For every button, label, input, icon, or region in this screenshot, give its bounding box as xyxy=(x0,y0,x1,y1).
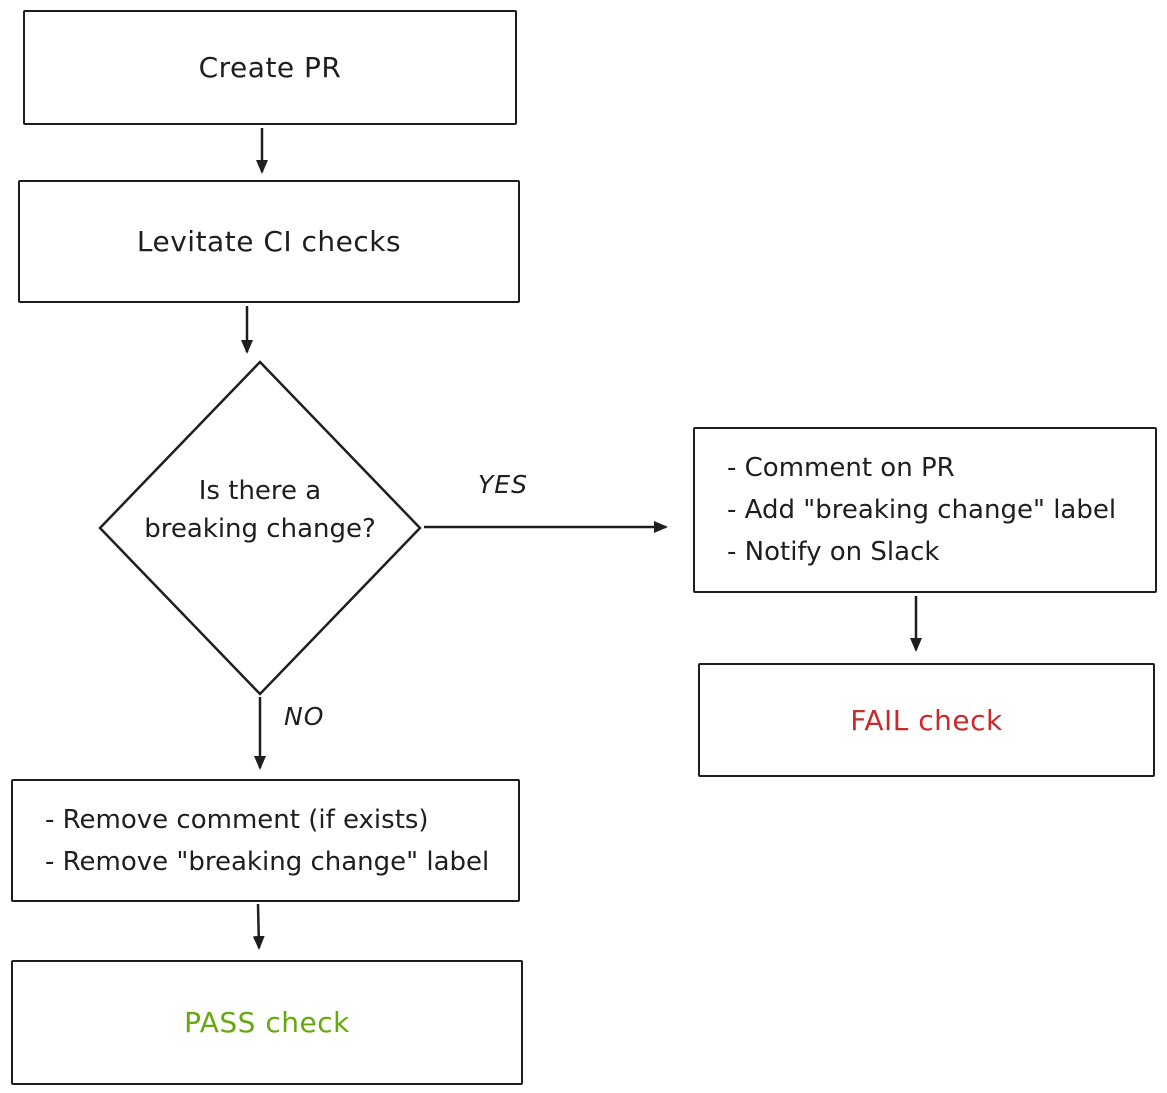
edge-label-yes: YES xyxy=(478,470,528,499)
node-pass-check: PASS check xyxy=(11,960,523,1085)
yes-action-item: - Notify on Slack xyxy=(727,537,940,567)
edge-label-no: NO xyxy=(284,702,325,731)
decision-label-line1: Is there a xyxy=(198,476,322,506)
node-levitate-ci-label: Levitate CI checks xyxy=(136,225,402,258)
node-levitate-ci: Levitate CI checks xyxy=(18,180,520,303)
edge-no-to-pass xyxy=(252,903,265,950)
node-pass-check-label: PASS check xyxy=(184,1006,350,1039)
node-create-pr: Create PR xyxy=(23,10,517,125)
no-action-item: - Remove comment (if exists) xyxy=(45,804,429,835)
node-fail-check: FAIL check xyxy=(698,663,1155,777)
node-decision-label: Is there a breaking change? xyxy=(110,472,410,548)
yes-action-item: - Add "breaking change" label xyxy=(727,495,1117,525)
node-no-actions: - Remove comment (if exists) - Remove "b… xyxy=(11,779,520,902)
decision-label-line2: breaking change? xyxy=(144,514,376,544)
no-action-item: - Remove "breaking change" label xyxy=(45,846,490,877)
node-fail-check-label: FAIL check xyxy=(850,703,1003,737)
node-create-pr-label: Create PR xyxy=(198,51,342,84)
yes-action-item: - Comment on PR xyxy=(727,453,955,483)
node-yes-actions: - Comment on PR - Add "breaking change" … xyxy=(693,427,1157,593)
